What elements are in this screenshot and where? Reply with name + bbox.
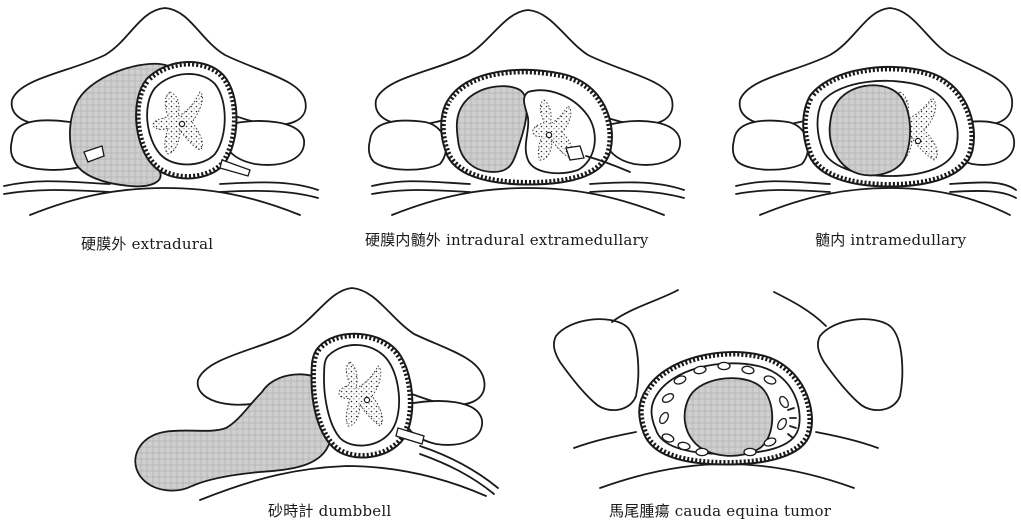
caption-cauda-equina: 馬尾腫瘍 cauda equina tumor <box>609 500 831 521</box>
tumor-intramedullary <box>830 85 910 175</box>
nerve-root <box>744 448 756 455</box>
lamina-right-top <box>774 292 826 326</box>
ligament-lines <box>4 181 318 198</box>
vertebral-body <box>600 464 854 488</box>
caption-extradural: 硬膜外 extradural <box>81 233 213 254</box>
caption-dumbbell: 砂時計 dumbbell <box>268 500 391 521</box>
lamina-left <box>554 319 638 410</box>
nerve-root-right <box>566 146 584 160</box>
central-canal <box>179 121 184 126</box>
nerve-root <box>696 448 708 455</box>
panel-extradural <box>4 8 318 215</box>
vertebral-body <box>760 188 1010 215</box>
panel-intramedullary <box>733 8 1016 215</box>
caption-intradural-extramedullary: 硬膜内髄外 intradural extramedullary <box>365 229 649 250</box>
caption-intramedullary: 髄内 intramedullary <box>815 229 966 250</box>
facet-right <box>226 121 304 165</box>
panel-cauda-equina <box>554 290 902 488</box>
central-canal <box>546 132 551 137</box>
vertebral-body <box>392 188 664 215</box>
tumor-cauda-equina <box>685 378 773 456</box>
panel-intradural-extramedullary <box>369 10 684 215</box>
facet-left <box>733 121 808 170</box>
vertebral-body <box>30 188 300 215</box>
facet-left <box>369 121 446 170</box>
panel-dumbbell <box>135 288 498 500</box>
lamina-right <box>818 319 902 410</box>
nerve-root <box>718 362 730 369</box>
facet-right <box>607 121 680 165</box>
lamina-left-top <box>612 290 678 322</box>
nerve-root-right <box>220 160 250 176</box>
central-canal <box>364 397 369 402</box>
central-canal <box>915 138 920 143</box>
ligament-lines <box>420 446 498 494</box>
